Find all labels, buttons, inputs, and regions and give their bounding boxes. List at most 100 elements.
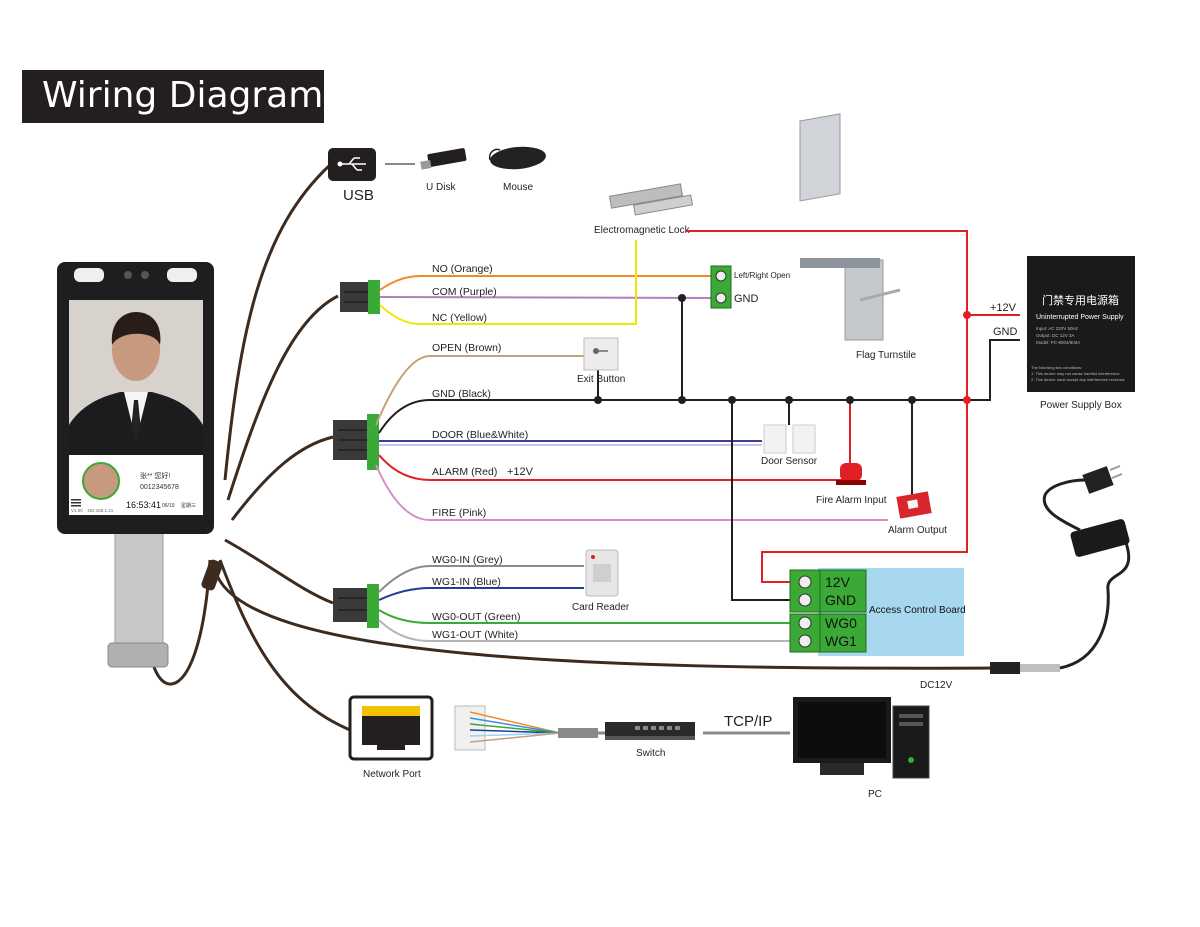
connector-wiegand — [333, 584, 379, 628]
connector-io — [333, 414, 379, 470]
avatar — [82, 462, 120, 500]
adapter-brick-icon — [1070, 519, 1130, 557]
wire-alarm-red — [378, 400, 851, 481]
fire-alarm-input-label: Fire Alarm Input — [816, 495, 887, 506]
usb-label: USB — [343, 187, 374, 204]
device-light-right — [167, 268, 197, 282]
svg-text:1. This device may not cause h: 1. This device may not cause harmful int… — [1031, 371, 1121, 376]
screw-icon — [798, 616, 812, 630]
terminal-gnd: GND — [734, 293, 759, 305]
wire-open-brown — [375, 355, 590, 426]
usb-section: USB U Disk Mouse — [328, 146, 546, 204]
usb-icon — [340, 157, 366, 171]
electromagnetic-lock-icon — [608, 183, 694, 216]
usb-drive-icon — [420, 148, 467, 170]
device-pole-nut — [107, 642, 169, 668]
label-wg1-out: WG1-OUT (White) — [432, 629, 518, 641]
pc-monitor-icon — [793, 697, 891, 775]
label-door: DOOR (Blue&White) — [432, 429, 528, 441]
label-wg0-in: WG0-IN (Grey) — [432, 554, 503, 566]
network-port-icon — [348, 695, 434, 761]
svg-text:Output: DC 12V 3A: Output: DC 12V 3A — [1036, 333, 1075, 338]
wiegand-wires — [378, 565, 790, 642]
screen-date: 06/19 — [162, 503, 175, 509]
io-wires — [375, 339, 1020, 601]
svg-text:Model: PC-8004/803A: Model: PC-8004/803A — [1036, 340, 1080, 345]
wire-wg1-in-blue — [378, 587, 584, 601]
power-box-en: Uninterrupted Power Supply — [1036, 314, 1124, 321]
wire-gnd-black — [378, 339, 1020, 434]
wire-wg0-out-green — [378, 609, 790, 624]
wire-fire-pink — [375, 464, 888, 521]
svg-text:2. This device must accept any: 2. This device must accept any interfere… — [1031, 377, 1125, 382]
label-wg1-in: WG1-IN (Blue) — [432, 576, 501, 588]
network-port-label: Network Port — [363, 769, 421, 780]
face-recognition-terminal: 张** 您好! 0012345678 V1.00 192.168.1.21 16… — [57, 262, 214, 668]
screw-icon — [715, 292, 727, 304]
label-com: COM (Purple) — [432, 286, 497, 298]
exit-button-icon — [583, 337, 619, 371]
terminal-left-right-open: Left/Right Open — [734, 271, 790, 280]
card-reader-icon — [585, 549, 619, 597]
wire-wg0-in-grey — [378, 565, 584, 593]
screw-icon — [798, 575, 812, 589]
device-light-left — [74, 268, 104, 282]
screen-user-name: 张** 您好! — [140, 471, 170, 480]
mouse-icon — [488, 146, 546, 170]
door-sensor-icon — [763, 424, 816, 454]
label-nc: NC (Yellow) — [432, 312, 487, 324]
card-reader-label: Card Reader — [572, 602, 630, 613]
power-gnd-label: GND — [993, 326, 1018, 338]
screen-ip: 192.168.1.21 — [87, 508, 114, 513]
camera-ir-icon — [141, 271, 149, 279]
pc-label: PC — [868, 789, 882, 800]
connector-relay — [340, 280, 380, 314]
alarm-output-icon — [896, 491, 932, 519]
cable-joint — [201, 559, 223, 591]
power-12v-wire — [686, 230, 1020, 583]
wire-com-purple — [379, 296, 713, 299]
dc-adapter — [990, 465, 1131, 674]
turnstile-label: Flag Turnstile — [856, 350, 916, 361]
device-cables — [148, 163, 1001, 732]
wire-no-orange — [379, 275, 712, 291]
dc12v-label: DC12V — [920, 680, 953, 691]
screen-user-id: 0012345678 — [140, 484, 179, 491]
svg-text:The following two conditions:: The following two conditions: — [1031, 365, 1082, 370]
fire-alarm-icon — [836, 463, 866, 485]
access-control-board: 12V GND WG0 WG1 Access Control Board — [789, 568, 966, 656]
power-plus12-label: +12V — [990, 302, 1017, 314]
udisk-label: U Disk — [426, 182, 456, 193]
board-label: Access Control Board — [869, 605, 966, 616]
label-open: OPEN (Brown) — [432, 342, 501, 354]
title-banner: Wiring Diagram — [22, 70, 324, 123]
screen-time: 16:53:41 — [126, 500, 161, 510]
label-gnd: GND (Black) — [432, 388, 491, 400]
label-alarm: ALARM (Red) — [432, 466, 497, 478]
switch-icon — [605, 722, 695, 740]
screw-icon — [798, 593, 812, 607]
flag-turnstile-icon — [799, 113, 901, 341]
tcpip-label: TCP/IP — [724, 713, 772, 730]
device-pole — [114, 529, 164, 651]
board-wg0: WG0 — [825, 615, 857, 631]
board-wg1: WG1 — [825, 633, 857, 649]
page-title: Wiring Diagram — [42, 75, 324, 116]
mouse-label: Mouse — [503, 182, 533, 193]
plug-icon — [1082, 466, 1114, 494]
power-box-label: Power Supply Box — [1040, 400, 1122, 411]
power-supply-box: 门禁专用电源箱 Uninterrupted Power Supply Input… — [1027, 256, 1135, 392]
label-alarm-12v: +12V — [507, 466, 534, 478]
alarm-output-label: Alarm Output — [888, 525, 947, 536]
power-box-cn: 门禁专用电源箱 — [1042, 293, 1119, 307]
relay-wires — [379, 240, 713, 398]
camera-icon — [124, 271, 132, 279]
junction-dots — [594, 396, 971, 404]
menu-icon — [71, 499, 81, 501]
board-12v: 12V — [825, 574, 851, 590]
wire-nc-yellow — [379, 240, 637, 325]
label-wg0-out: WG0-OUT (Green) — [432, 611, 520, 623]
pc-tower-icon — [892, 705, 930, 779]
